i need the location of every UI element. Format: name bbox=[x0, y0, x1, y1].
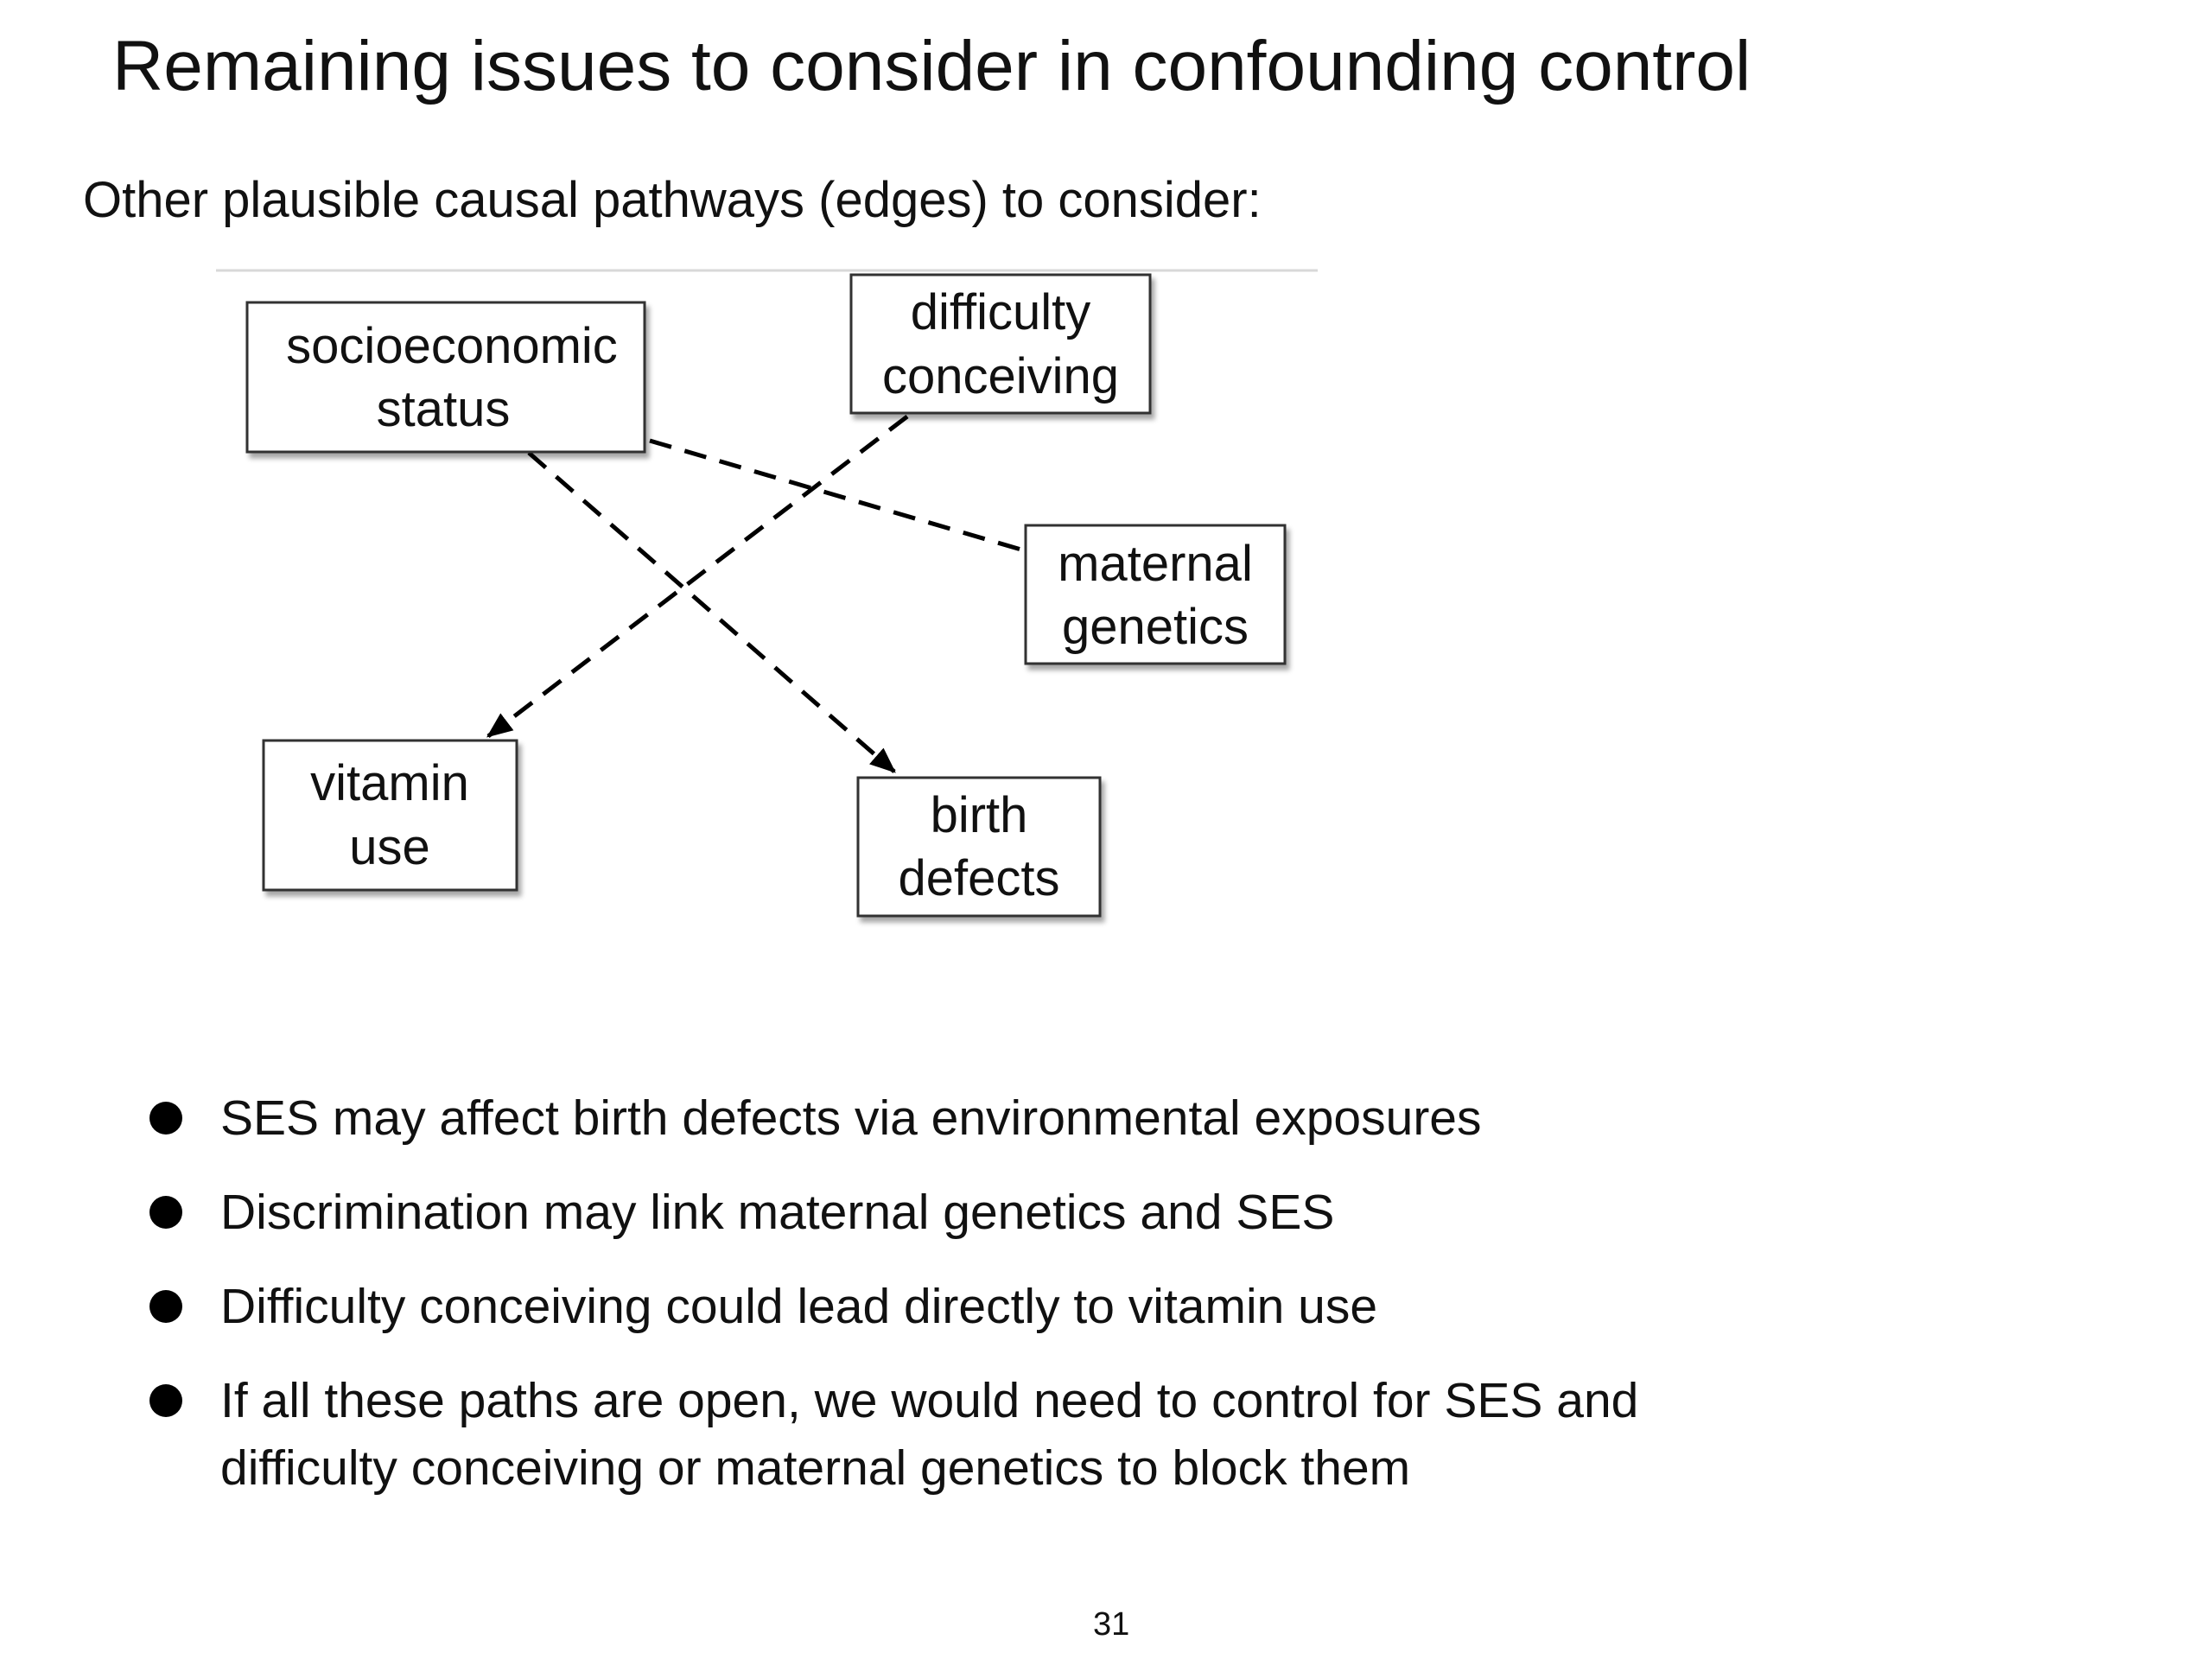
node-label-line: defects bbox=[899, 850, 1060, 906]
page-number: 31 bbox=[1093, 1606, 1130, 1643]
bullet-text: Discrimination may link maternal genetic… bbox=[220, 1185, 1335, 1240]
bullet-dot-icon bbox=[149, 1384, 182, 1417]
bullet-text: SES may affect birth defects via environ… bbox=[220, 1090, 1482, 1146]
edge-ses-to-maternal-genetics bbox=[649, 438, 1025, 553]
edge-ses-to-birth-defects bbox=[527, 451, 896, 773]
bullet-text: Difficulty conceiving could lead directl… bbox=[220, 1279, 1378, 1334]
bullet-item: Discrimination may link maternal genetic… bbox=[0, 1179, 1862, 1246]
edge-difficulty-to-vitamin bbox=[486, 415, 909, 738]
node-label-line: conceiving bbox=[882, 348, 1119, 404]
node-label-line: maternal bbox=[1058, 536, 1253, 592]
slide-title: Remaining issues to consider in confound… bbox=[112, 27, 1751, 105]
bullet-item: SES may affect birth defects via environ… bbox=[0, 1084, 1862, 1152]
slide-subtitle: Other plausible causal pathways (edges) … bbox=[83, 172, 1262, 228]
bullet-item: If all these paths are open, we would ne… bbox=[0, 1367, 1862, 1502]
bullet-text: difficulty conceiving or maternal geneti… bbox=[220, 1440, 1411, 1496]
bullet-item: Difficulty conceiving could lead directl… bbox=[0, 1273, 1862, 1340]
node-socioeconomic-status: socioeconomic status bbox=[245, 301, 646, 454]
node-maternal-genetics: maternal genetics bbox=[1024, 524, 1287, 665]
node-vitamin-use: vitamin use bbox=[262, 739, 518, 892]
bullet-dot-icon bbox=[149, 1290, 182, 1323]
node-label-line: difficulty bbox=[911, 284, 1090, 340]
node-birth-defects: birth defects bbox=[856, 776, 1102, 918]
node-label-line: genetics bbox=[1062, 599, 1249, 655]
node-label-line: vitamin bbox=[310, 755, 469, 811]
node-difficulty-conceiving: difficulty conceiving bbox=[849, 273, 1152, 415]
node-label-line: status bbox=[377, 381, 511, 437]
bullet-dot-icon bbox=[149, 1102, 182, 1135]
causal-diagram: socioeconomic status difficulty conceivi… bbox=[216, 269, 1318, 918]
bullet-list: SES may affect birth defects via environ… bbox=[0, 1084, 2212, 1529]
node-label-line: socioeconomic bbox=[286, 318, 618, 374]
bullet-dot-icon bbox=[149, 1196, 182, 1229]
bullet-text: If all these paths are open, we would ne… bbox=[220, 1373, 1639, 1428]
node-label-line: use bbox=[349, 819, 430, 875]
node-label-line: birth bbox=[931, 787, 1028, 843]
